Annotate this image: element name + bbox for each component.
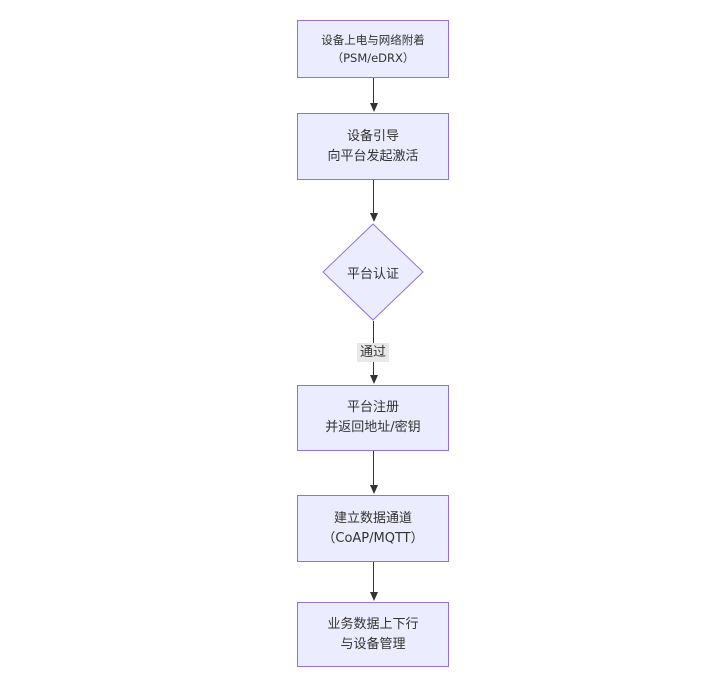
- node-data-channel: 建立数据通道 （CoAP/MQTT）: [297, 495, 449, 562]
- edge-register-to-channel: [373, 451, 374, 485]
- node-label-line: （PSM/eDRX）: [331, 51, 415, 65]
- node-label-line: 并返回地址/密钥: [325, 420, 421, 435]
- arrowhead-icon: [369, 213, 378, 222]
- node-label-line: 平台注册: [346, 400, 399, 415]
- arrowhead-icon: [369, 103, 378, 112]
- edge-label-pass: 通过: [356, 343, 390, 362]
- node-label-line: 建立数据通道: [333, 510, 412, 526]
- diamond-shape: [322, 223, 424, 321]
- edge-power-to-bootstrap: [373, 78, 374, 103]
- edge-bootstrap-to-auth: [373, 180, 374, 213]
- node-label-line: （CoAP/MQTT）: [322, 530, 424, 546]
- node-register: 平台注册 并返回地址/密钥: [297, 385, 449, 451]
- edge-channel-to-business: [373, 562, 374, 592]
- node-power-on: 设备上电与网络附着 （PSM/eDRX）: [297, 20, 449, 78]
- node-label-line: 业务数据上下行: [327, 616, 419, 632]
- arrowhead-icon: [369, 485, 378, 494]
- node-bootstrap: 设备引导 向平台发起激活: [297, 113, 449, 180]
- node-label-line: 与设备管理: [340, 636, 406, 652]
- node-label-line: 平台认证: [346, 266, 399, 282]
- node-label-line: 设备上电与网络附着: [321, 33, 425, 47]
- node-label-line: 向平台发起激活: [327, 148, 419, 164]
- node-label-line: 设备引导: [346, 128, 399, 144]
- arrowhead-icon: [369, 375, 378, 384]
- node-business: 业务数据上下行 与设备管理: [297, 602, 449, 667]
- node-platform-auth: 平台认证: [322, 223, 424, 321]
- arrowhead-icon: [369, 592, 378, 601]
